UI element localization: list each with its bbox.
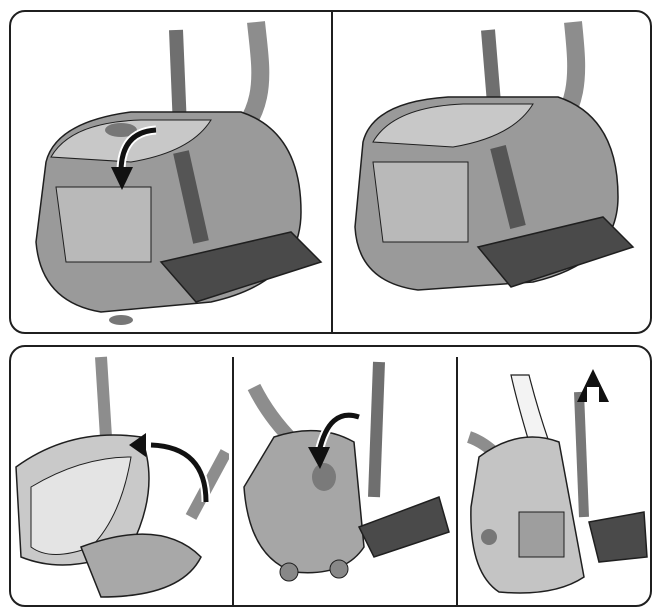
top-panel xyxy=(9,10,652,334)
vacuum-upright-parking-illustration xyxy=(243,361,450,582)
top-panel-divider xyxy=(331,12,333,332)
straight-arrow-up-icon xyxy=(577,369,609,402)
vacuum-lid-open-illustration xyxy=(15,356,229,598)
vacuum-hose-locked-illustration xyxy=(354,21,635,291)
bottom-panel-divider-1 xyxy=(232,357,234,605)
curved-arrow-clockwise-icon xyxy=(111,125,157,190)
bottom-panel-divider-2 xyxy=(456,357,458,605)
bottom-panel xyxy=(9,345,652,607)
vacuum-carry-handle-illustration xyxy=(466,369,648,594)
curved-arrow-up-icon xyxy=(129,433,211,503)
curved-arrow-down-icon xyxy=(308,410,361,469)
vacuum-hose-lock-illustration xyxy=(35,21,323,325)
